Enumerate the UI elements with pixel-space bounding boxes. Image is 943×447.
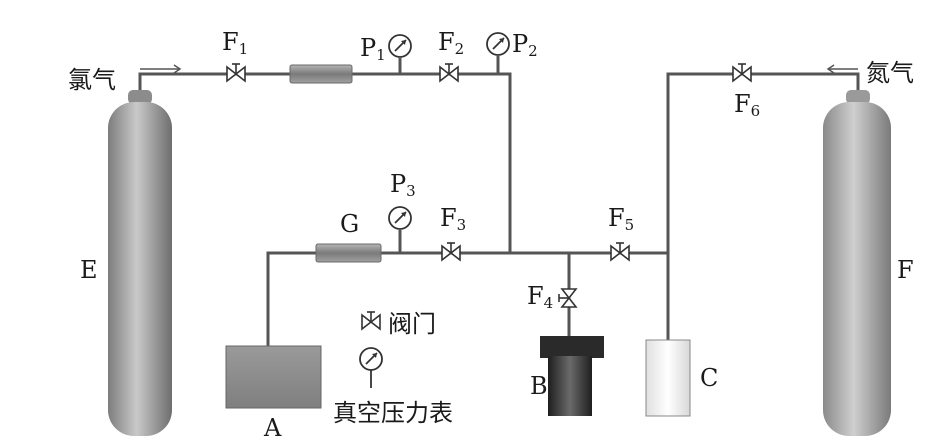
valve-f1-icon	[226, 63, 246, 83]
label-a: A	[263, 414, 282, 442]
gas-label-f: 氮气	[866, 59, 914, 87]
vessel-b	[540, 336, 604, 416]
label-c: C	[700, 364, 718, 392]
gauge-p1-icon	[388, 34, 412, 58]
label-p3: P3	[390, 170, 416, 200]
label-p2: P2	[512, 30, 538, 60]
label-p1: P1	[360, 34, 386, 64]
label-f4: F4	[527, 282, 553, 312]
vessel-c	[645, 339, 691, 417]
gauge-p3-icon	[388, 206, 412, 230]
pipe-main-line	[266, 251, 668, 346]
label-f3: F3	[440, 204, 466, 234]
label-e: E	[80, 256, 98, 284]
component-g-tube	[315, 243, 382, 263]
vessel-a	[225, 345, 322, 409]
cylinder-e	[108, 90, 172, 436]
valve-f5-icon	[610, 242, 630, 262]
valve-f6-icon	[732, 63, 752, 83]
label-f-tank: F	[897, 256, 914, 284]
pipe-right-line	[666, 72, 860, 340]
label-f2: F2	[438, 28, 464, 58]
gas-label-e: 氯气	[68, 66, 116, 94]
label-f1: F1	[222, 28, 248, 58]
legend-valve-label: 阀门	[388, 310, 436, 338]
flow-arrow-left	[140, 64, 182, 74]
valve-f4-icon	[558, 288, 578, 308]
cylinder-f	[823, 90, 891, 436]
top-dryer-tube	[289, 64, 353, 84]
legend-valve-icon	[361, 311, 381, 331]
valve-f2-icon	[439, 63, 459, 83]
valve-f3-icon	[441, 242, 461, 262]
gauge-p2-icon	[486, 32, 510, 56]
legend-gauge-label: 真空压力表	[333, 399, 453, 427]
label-g: G	[340, 210, 359, 238]
label-f6: F6	[734, 90, 760, 120]
label-f5: F5	[608, 204, 634, 234]
legend-gauge-icon	[359, 347, 383, 388]
flow-arrow-right	[826, 64, 858, 74]
label-b: B	[530, 372, 548, 400]
